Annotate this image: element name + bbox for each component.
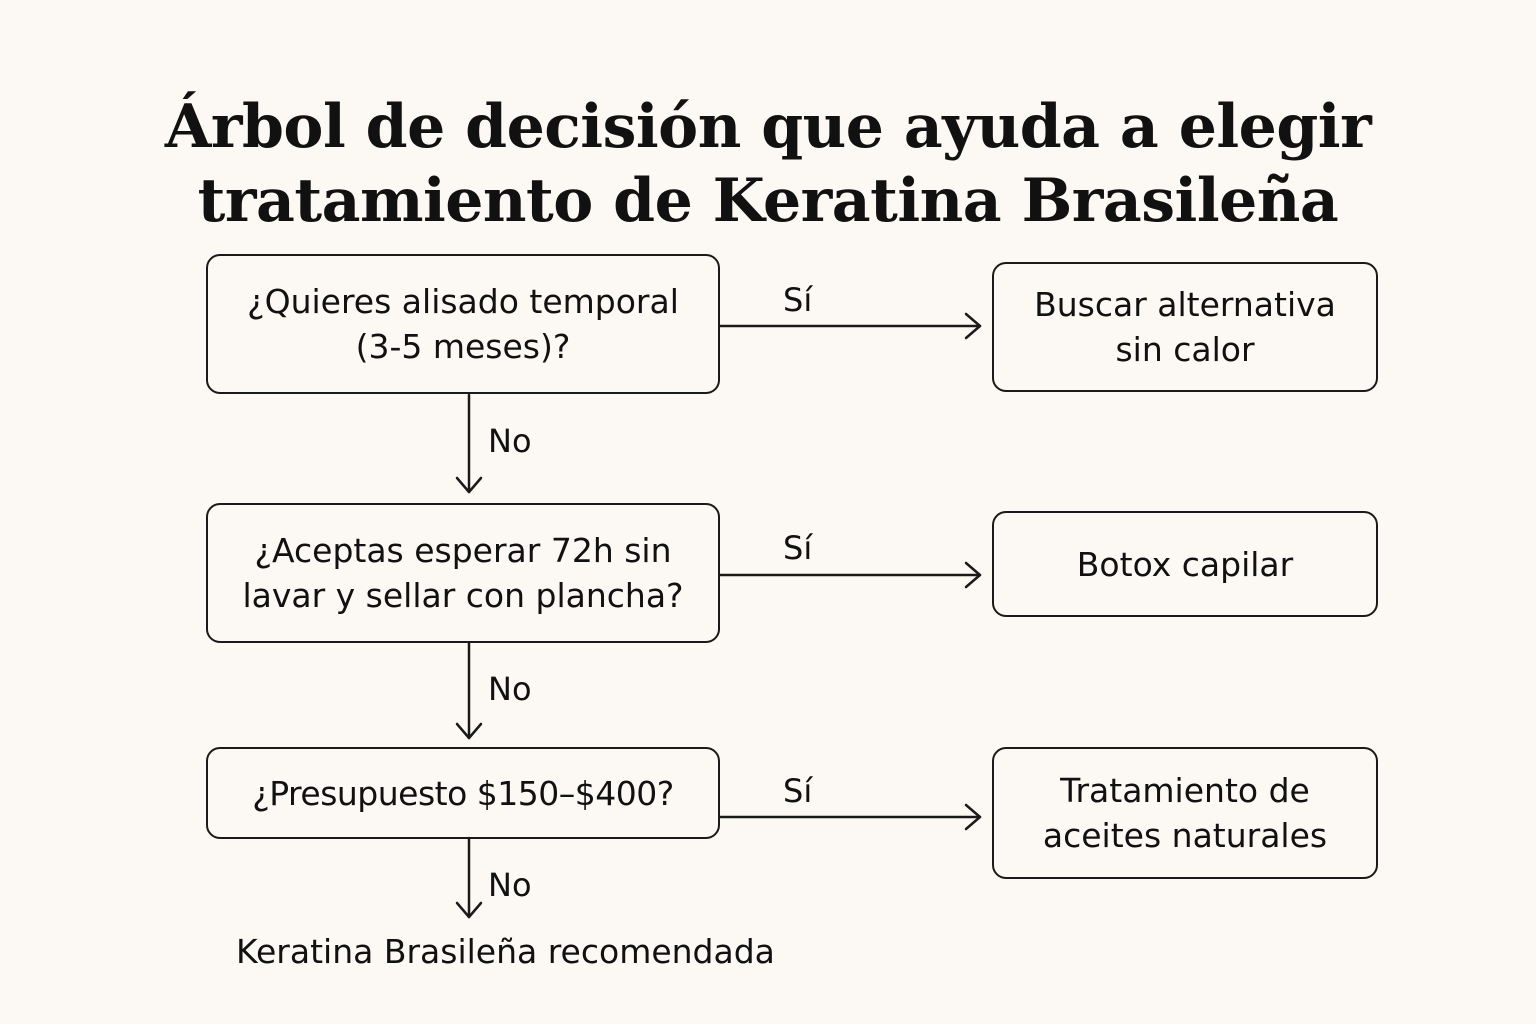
- no-label-2: No: [488, 670, 532, 708]
- outcome-box-1: Buscar alternativa sin calor: [992, 262, 1378, 392]
- title-line-2: tratamiento de Keratina Brasileña: [197, 166, 1339, 237]
- yes-arrow-1: [718, 312, 982, 340]
- outcome-text-2: Botox capilar: [1076, 544, 1294, 584]
- final-recommendation: Keratina Brasileña recomendada: [236, 932, 775, 971]
- yes-arrow-3: [718, 803, 982, 831]
- outcome-text-1: Buscar alternativa sin calor: [1034, 285, 1336, 369]
- yes-label-2: Sí: [783, 529, 813, 567]
- question-text-1: ¿Quieres alisado temporal (3-5 meses)?: [247, 282, 679, 366]
- no-arrow-3: [455, 836, 483, 919]
- question-text-3: ¿Presupuesto $150–$400?: [252, 773, 674, 813]
- diagram-title: Árbol de decisión que ayuda a elegir tra…: [0, 90, 1536, 238]
- yes-arrow-2: [718, 561, 982, 589]
- no-label-1: No: [488, 422, 532, 460]
- title-line-1: Árbol de decisión que ayuda a elegir: [164, 92, 1372, 163]
- no-label-3: No: [488, 866, 532, 904]
- question-text-2: ¿Aceptas esperar 72h sin lavar y sellar …: [242, 531, 684, 615]
- no-arrow-1: [455, 393, 483, 494]
- outcome-box-2: Botox capilar: [992, 511, 1378, 617]
- outcome-box-3: Tratamiento de aceites naturales: [992, 747, 1378, 879]
- outcome-text-3: Tratamiento de aceites naturales: [1042, 771, 1328, 855]
- yes-label-1: Sí: [783, 281, 813, 319]
- question-box-3: ¿Presupuesto $150–$400?: [206, 747, 720, 839]
- question-box-2: ¿Aceptas esperar 72h sin lavar y sellar …: [206, 503, 720, 643]
- question-box-1: ¿Quieres alisado temporal (3-5 meses)?: [206, 254, 720, 394]
- no-arrow-2: [455, 641, 483, 740]
- yes-label-3: Sí: [783, 772, 813, 810]
